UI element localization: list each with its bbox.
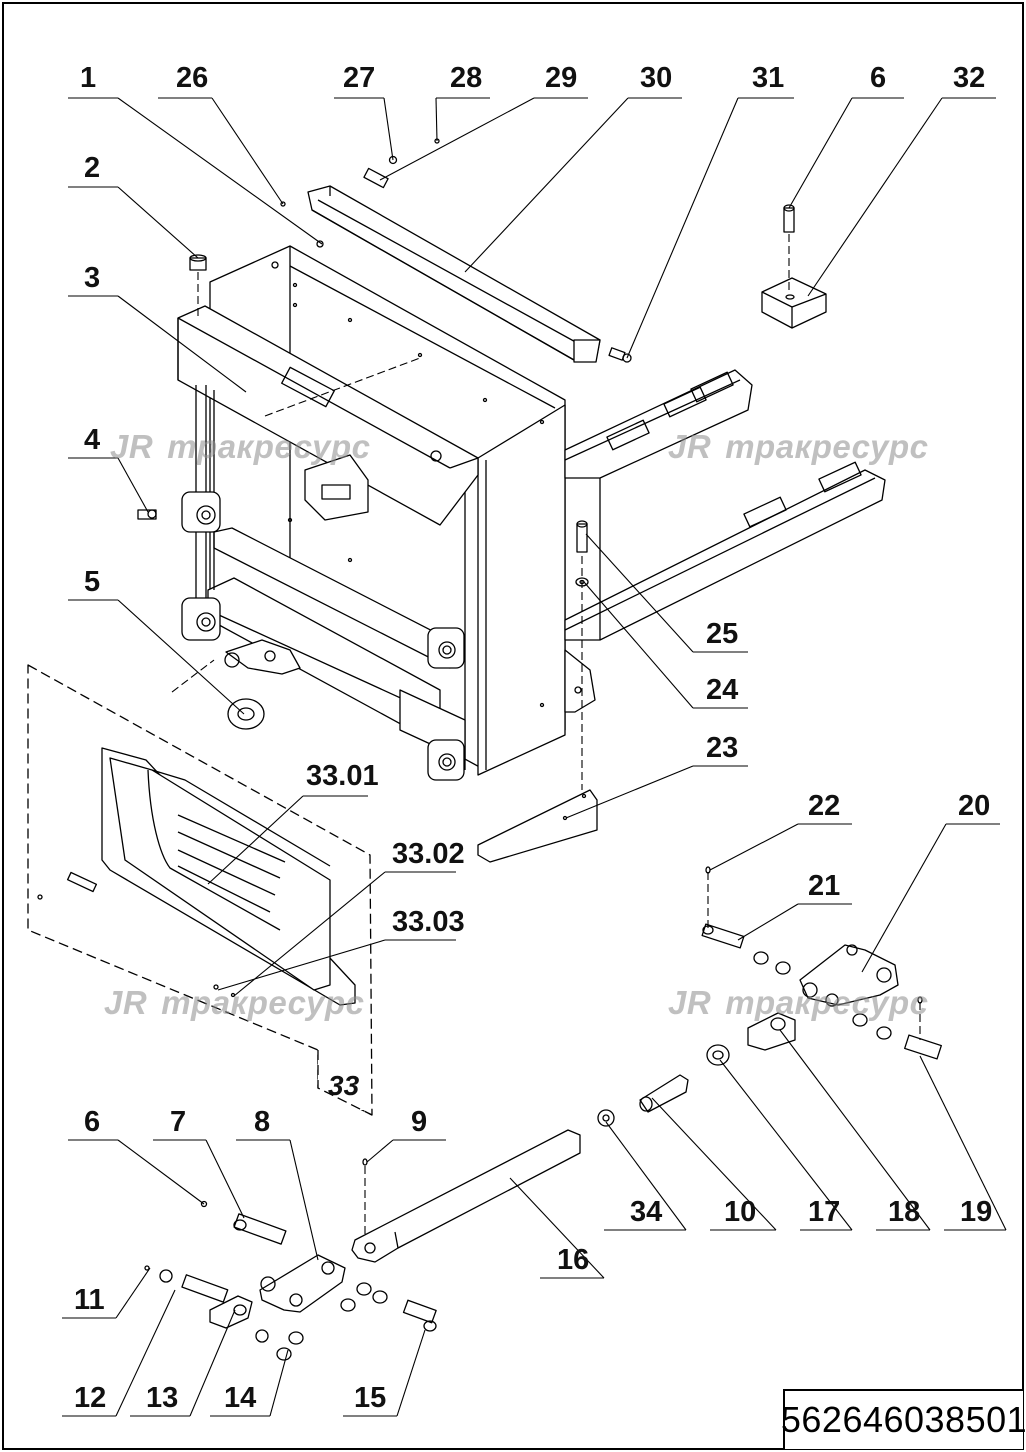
lower-linkage [144, 1200, 437, 1361]
part-18-clevis [747, 1012, 796, 1051]
callout-34: 34 [630, 1196, 663, 1228]
callout-24: 24 [706, 674, 739, 706]
fork-arms [564, 369, 886, 713]
part-2-cap [189, 254, 207, 271]
callout-28: 28 [450, 62, 483, 94]
part-23-plate [477, 789, 598, 863]
watermark-logo: JR [668, 428, 712, 465]
callout-30: 30 [640, 62, 673, 94]
callout-13: 13 [146, 1382, 179, 1414]
callout-19: 19 [960, 1196, 993, 1228]
callout-27: 27 [343, 62, 376, 94]
callout-1: 1 [80, 62, 97, 94]
callout-3: 3 [84, 262, 101, 294]
callout-26: 26 [176, 62, 209, 94]
callout-16: 16 [557, 1244, 590, 1276]
part-10-adapter [639, 1074, 689, 1113]
callout-33-03: 33.03 [392, 906, 465, 938]
callout-2: 2 [84, 152, 101, 184]
callout-6-bottom: 6 [84, 1106, 101, 1138]
watermark-text: тракресурс [167, 428, 371, 465]
main-mast-frame [177, 240, 566, 781]
callout-4: 4 [84, 424, 101, 456]
callout-15: 15 [354, 1382, 387, 1414]
watermark-text: тракресурс [725, 984, 929, 1021]
callout-18: 18 [888, 1196, 921, 1228]
callout-8: 8 [254, 1106, 271, 1138]
callout-20: 20 [958, 790, 991, 822]
callout-25: 25 [706, 618, 739, 650]
watermark-right-bottom: JR тракресурс [668, 984, 928, 1022]
callout-7: 7 [170, 1106, 187, 1138]
callout-21: 21 [808, 870, 841, 902]
part-32-block [761, 204, 827, 329]
callout-10: 10 [724, 1196, 757, 1228]
callout-31: 31 [752, 62, 785, 94]
watermark-text: тракресурс [725, 428, 929, 465]
part-5-roller [227, 698, 265, 730]
callout-29: 29 [545, 62, 578, 94]
callout-9: 9 [411, 1106, 428, 1138]
callout-33-01: 33.01 [306, 760, 379, 792]
watermark-right-top: JR тракресурс [668, 428, 928, 466]
document-number: 562646038501 [781, 1389, 1026, 1449]
callout-14: 14 [224, 1382, 257, 1414]
part-25-bolt [575, 520, 589, 587]
watermark-logo: JR [668, 984, 712, 1021]
watermark-logo: JR [110, 428, 154, 465]
watermark-left-bottom: JR тракресурс [104, 984, 364, 1022]
watermark-logo: JR [104, 984, 148, 1021]
part-34-nut [597, 1109, 615, 1127]
part-20-link-assembly [701, 866, 942, 1060]
part-29-latch [280, 138, 440, 207]
part-4-bolt [137, 509, 157, 520]
callout-17: 17 [808, 1196, 841, 1228]
callout-22: 22 [808, 790, 841, 822]
part-16-handle-tube [351, 1129, 581, 1263]
callout-12: 12 [74, 1382, 107, 1414]
callout-11: 11 [74, 1284, 105, 1316]
callout-5: 5 [84, 566, 101, 598]
callout-6-top: 6 [870, 62, 887, 94]
watermark-left-top: JR тракресурс [110, 428, 370, 466]
group-33-cover [27, 664, 373, 1116]
watermark-text: тракресурс [161, 984, 365, 1021]
part-30-top-cover [307, 185, 601, 363]
part-31-bolt [608, 347, 632, 363]
group-33-label: 33 [328, 1070, 360, 1101]
part-17-nut [706, 1044, 730, 1066]
callout-23: 23 [706, 732, 739, 764]
callout-33-02: 33.02 [392, 838, 465, 870]
callout-32: 32 [953, 62, 986, 94]
